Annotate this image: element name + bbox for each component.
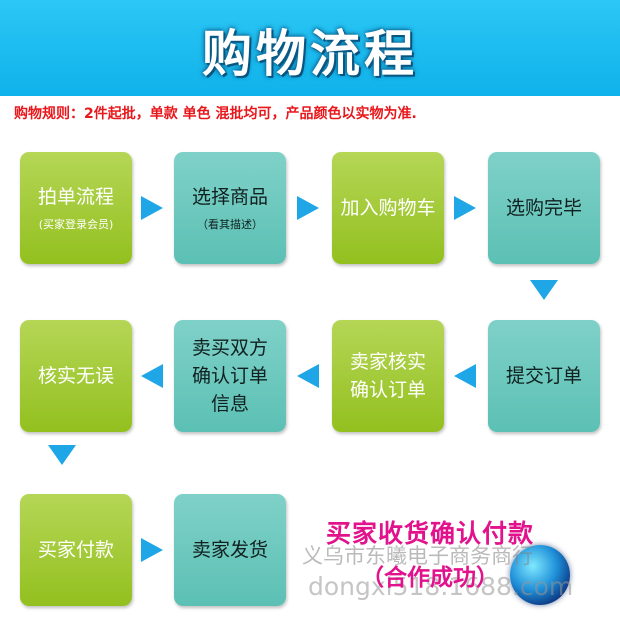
step-label: 加入购物车 <box>340 197 436 219</box>
arrow-right-icon <box>297 196 319 220</box>
step-label: 卖家发货 <box>191 539 268 561</box>
arrow-left-icon <box>454 364 476 388</box>
step-sublabel: （看其描述） <box>197 218 263 231</box>
step-box-order-flow: 拍单流程 (买家登录会员) <box>20 152 132 264</box>
step-label: 选购完毕 <box>505 197 582 219</box>
arrow-right-icon <box>141 538 163 562</box>
step-sublabel: (买家登录会员) <box>38 218 114 231</box>
arrow-down-icon <box>530 280 558 300</box>
arrow-right-icon <box>454 196 476 220</box>
step-label: 提交订单 <box>505 365 582 387</box>
step-box-submit-order: 提交订单 <box>488 320 600 432</box>
step-label: 信息 <box>210 393 249 415</box>
shopping-rules: 购物规则：2件起批，单款 单色 混批均可，产品颜色以实物为准. <box>14 106 417 122</box>
step-label: 买家付款 <box>37 539 114 561</box>
globe-logo-icon <box>510 545 570 605</box>
arrow-left-icon <box>141 364 163 388</box>
header-banner: 购物流程 <box>0 0 620 96</box>
watermark-url: dongxi518.1688.com <box>308 572 574 601</box>
step-label: 确认订单 <box>349 379 426 401</box>
step-box-seller-verify: 卖家核实 确认订单 <box>332 320 444 432</box>
step-label: 核实无误 <box>37 365 114 387</box>
step-label: 拍单流程 <box>37 186 114 208</box>
step-label: 卖家核实 <box>349 351 426 373</box>
arrow-right-icon <box>141 196 163 220</box>
step-label: 卖买双方 <box>191 337 268 359</box>
step-box-purchase-complete: 选购完毕 <box>488 152 600 264</box>
success-line1: 买家收货确认付款 <box>325 519 534 548</box>
step-label: 选择商品 <box>191 186 268 208</box>
success-message: 买家收货确认付款 （合作成功） <box>300 514 560 592</box>
step-box-buyer-pay: 买家付款 <box>20 494 132 606</box>
step-box-both-confirm-info: 卖买双方 确认订单 信息 <box>174 320 286 432</box>
step-box-add-to-cart: 加入购物车 <box>332 152 444 264</box>
step-box-verify-correct: 核实无误 <box>20 320 132 432</box>
page-title: 购物流程 <box>202 25 418 83</box>
arrow-left-icon <box>297 364 319 388</box>
watermark-company: 义乌市东曦电子商务商行 <box>302 544 533 568</box>
success-line2: （合作成功） <box>361 565 499 591</box>
step-label: 确认订单 <box>191 365 268 387</box>
arrow-down-icon <box>48 445 76 465</box>
step-box-select-product: 选择商品 （看其描述） <box>174 152 286 264</box>
step-box-seller-ship: 卖家发货 <box>174 494 286 606</box>
